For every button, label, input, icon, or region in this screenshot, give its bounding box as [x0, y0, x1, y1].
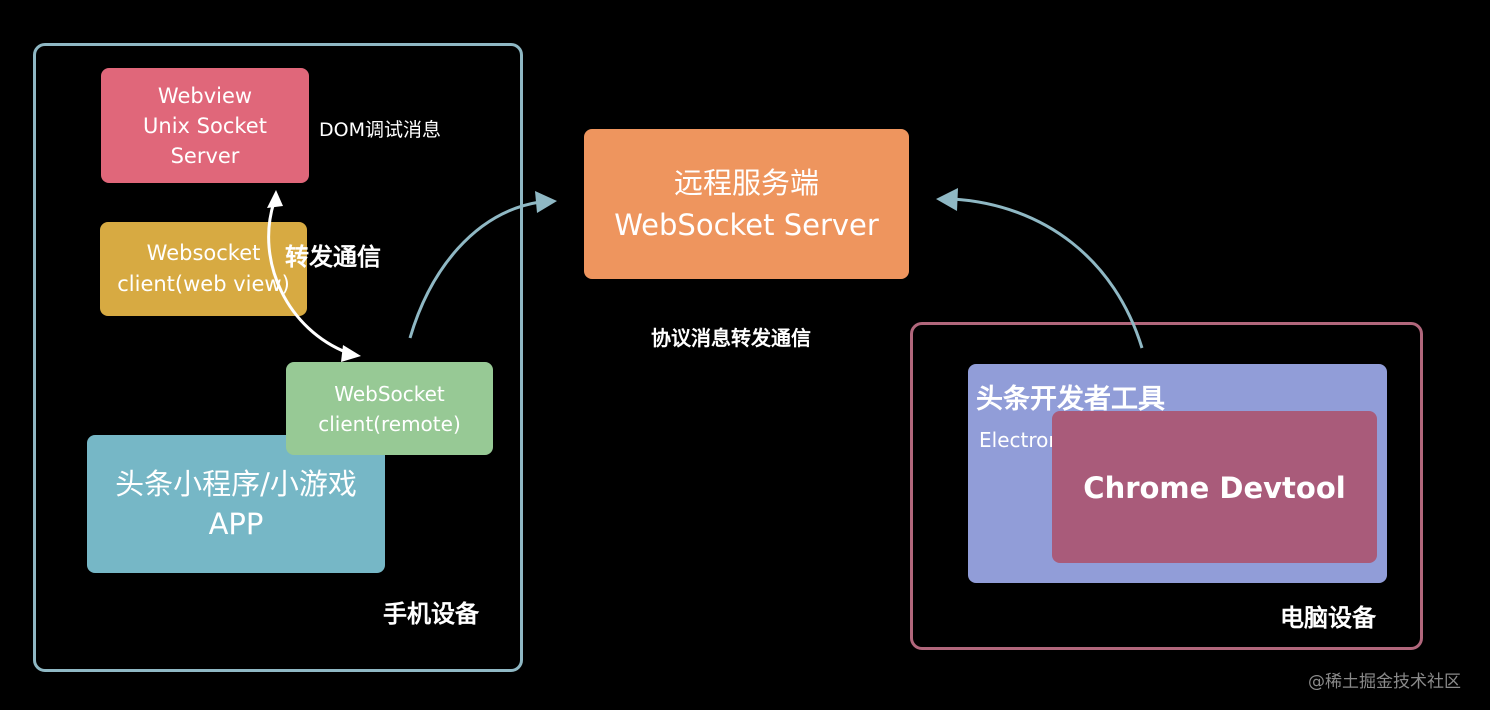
forward-arrowhead-down: [341, 345, 361, 362]
websocket-webview-line-2: client(web view): [117, 272, 290, 296]
remote-server-line-1: 远程服务端: [673, 166, 819, 200]
phone-to-server-arrowhead: [535, 191, 557, 213]
websocket-remote-line-1: WebSocket: [334, 381, 445, 406]
pc-device-label: 电脑设备: [1280, 604, 1376, 632]
chrome-devtool-box: Chrome Devtool: [1052, 411, 1377, 563]
pc-to-server-arrowhead: [936, 188, 958, 211]
protocol-forwarding-label: 协议消息转发通信: [651, 326, 811, 350]
app-box-line-2: APP: [208, 507, 264, 541]
websocket-webview-line-1: Websocket: [146, 241, 261, 265]
remote-server-line-2: WebSocket Server: [614, 208, 879, 242]
webview-server-line-3: Server: [170, 143, 240, 168]
webview-server-line-2: Unix Socket: [143, 113, 267, 138]
forward-communication-label: 转发通信: [285, 243, 381, 271]
websocket-remote-client-box: WebSocket client(remote): [286, 362, 493, 455]
toutiao-miniprogram-app-box: 头条小程序/小游戏 APP: [87, 435, 385, 573]
webview-unix-socket-server-box: Webview Unix Socket Server: [101, 68, 309, 183]
chrome-devtool-label: Chrome Devtool: [1083, 471, 1346, 505]
remote-websocket-server-box: 远程服务端 WebSocket Server: [584, 129, 909, 279]
app-box-line-1: 头条小程序/小游戏: [115, 467, 357, 501]
forward-arrowhead-up: [267, 190, 283, 208]
watermark: @稀土掘金技术社区: [1308, 672, 1461, 692]
electron-label: Electron: [979, 428, 1062, 452]
pc-device-frame: [910, 322, 1423, 650]
dom-debug-message-label: DOM调试消息: [319, 119, 441, 141]
phone-device-label: 手机设备: [383, 600, 479, 628]
forward-double-arrow: [267, 201, 349, 355]
toutiao-devtools-title: 头条开发者工具: [976, 384, 1165, 415]
webview-server-line-1: Webview: [157, 83, 253, 108]
phone-device-frame: [33, 43, 523, 672]
pc-to-server-arrow: [952, 197, 1144, 349]
websocket-remote-line-2: client(remote): [318, 411, 461, 436]
phone-to-server-arrow: [408, 200, 541, 339]
